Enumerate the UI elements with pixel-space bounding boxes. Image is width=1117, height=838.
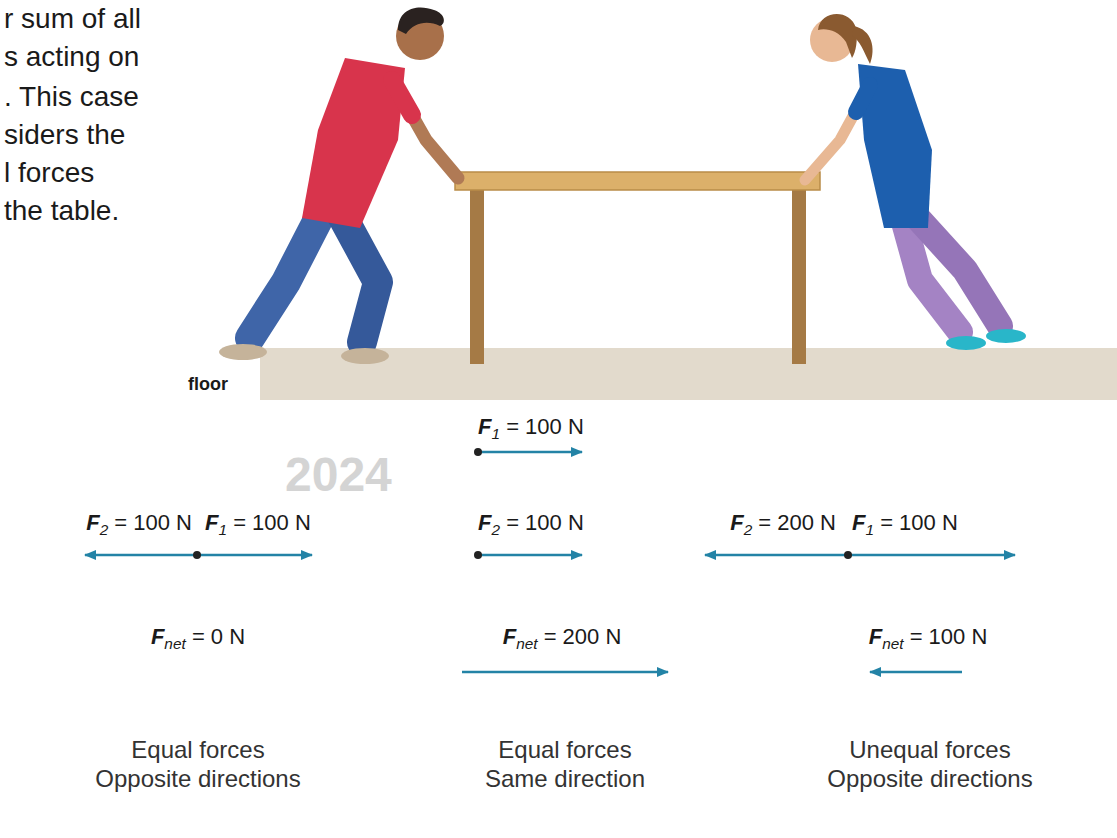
net-force-label: Fnet = 100 N: [869, 624, 988, 653]
net-force-label: Fnet = 0 N: [151, 624, 245, 653]
force-label: F1 = 100 N: [852, 510, 958, 539]
floor-band: [260, 348, 1117, 400]
intro-text: siders the: [4, 118, 125, 152]
table: [455, 172, 820, 364]
force-label: F1 = 100 N: [205, 510, 311, 539]
case-caption: Equal forces Opposite directions: [88, 736, 308, 794]
force-label: F2 = 100 N: [86, 510, 192, 539]
floor-label: floor: [188, 374, 228, 396]
force-vectors: [85, 452, 1015, 672]
intro-text: the table.: [4, 194, 119, 228]
woman-figure: [805, 14, 1026, 350]
intro-text: l forces: [4, 156, 94, 190]
force-label: F1 = 100 N: [478, 414, 584, 443]
intro-text: r sum of all: [4, 2, 141, 36]
force-label: F2 = 200 N: [730, 510, 836, 539]
force-label: F2 = 100 N: [478, 510, 584, 539]
intro-text: s acting on: [4, 40, 139, 74]
intro-text: . This case: [4, 80, 139, 114]
net-force-label: Fnet = 200 N: [503, 624, 622, 653]
man-figure: [219, 7, 458, 364]
watermark: 2024: [285, 446, 392, 504]
case-caption: Unequal forces Opposite directions: [815, 736, 1045, 794]
case-caption: Equal forces Same direction: [473, 736, 658, 794]
